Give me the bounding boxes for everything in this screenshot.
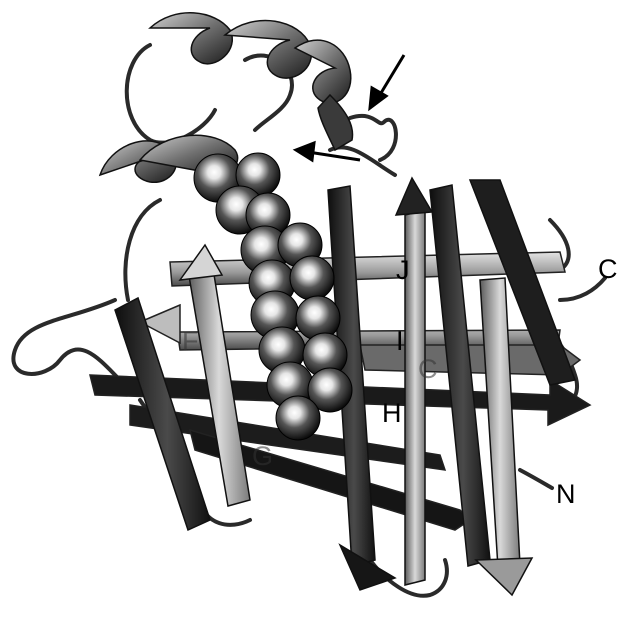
arrow-pointer-left xyxy=(308,152,360,160)
label-strand-i: I xyxy=(396,326,404,356)
label-n-terminus: N xyxy=(556,479,576,509)
label-c-terminus: C xyxy=(598,254,618,284)
n-terminal-tail xyxy=(520,470,552,488)
label-strand-f: F xyxy=(182,326,199,356)
loop-upper-right xyxy=(330,147,395,175)
loop-far-left xyxy=(13,300,120,380)
arrow-head-left xyxy=(296,143,314,160)
label-strand-c: C xyxy=(418,354,438,384)
label-strand-j: J xyxy=(396,255,410,285)
label-strand-h: H xyxy=(382,398,402,428)
label-strand-g: G xyxy=(252,441,273,471)
arrow-pointer-top xyxy=(378,55,404,98)
loop-left-upper xyxy=(125,200,160,300)
